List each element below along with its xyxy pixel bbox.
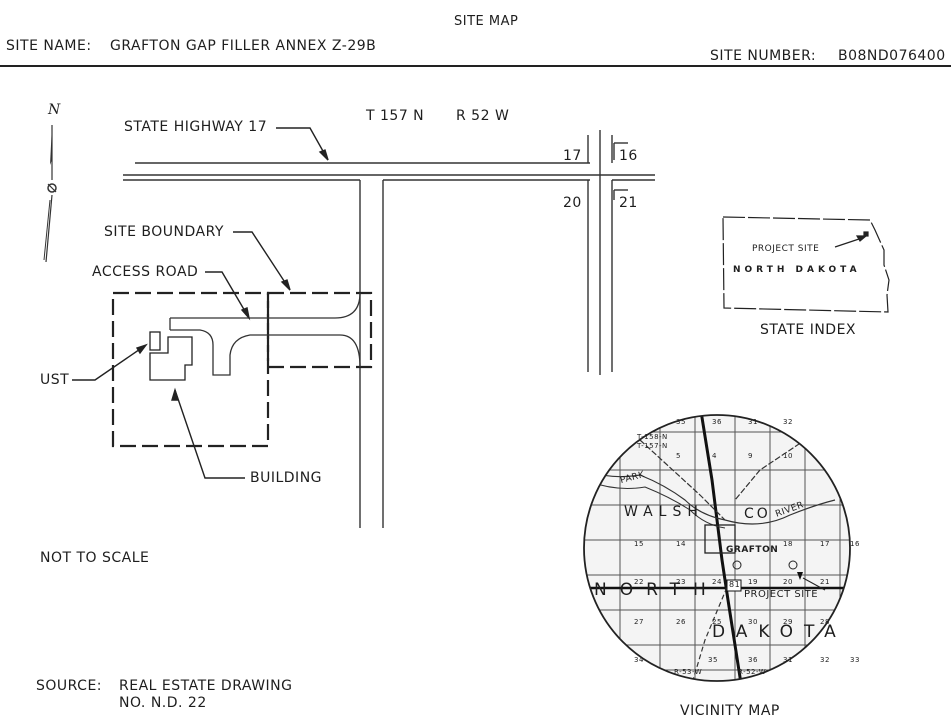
vicinity-section-number: 5	[676, 452, 681, 460]
vicinity-city-label: GRAFTON	[726, 545, 779, 555]
vicinity-township-top-2: T-157-N	[637, 442, 668, 450]
vicinity-section-number: 35	[708, 656, 718, 664]
ust-label: UST	[40, 372, 70, 388]
source-line-1: REAL ESTATE DRAWING	[119, 678, 293, 694]
vicinity-section-number: 19	[748, 578, 758, 586]
vicinity-section-number: 20	[783, 578, 793, 586]
vicinity-township-top: T-158-N	[637, 433, 668, 441]
vicinity-section-number: 18	[783, 540, 793, 548]
vicinity-section-number: 15	[634, 540, 644, 548]
vicinity-section-number: 14	[676, 540, 686, 548]
vicinity-section-number: 22	[634, 578, 644, 586]
state-index-project-site: PROJECT SITE	[752, 244, 820, 254]
section-17: 17	[563, 148, 582, 164]
vicinity-section-number: 31	[748, 418, 758, 426]
vicinity-map-title: VICINITY MAP	[680, 703, 780, 719]
access-road-label: ACCESS ROAD	[92, 264, 199, 280]
vicinity-state-word-1: NORTH	[594, 580, 719, 600]
highway-label: STATE HIGHWAY 17	[124, 119, 268, 135]
leader-lines	[72, 127, 329, 479]
vicinity-section-number: 28	[820, 618, 830, 626]
vicinity-section-number: 27	[634, 618, 644, 626]
north-label: N	[48, 102, 61, 118]
vicinity-range-left: R-53-W	[674, 668, 703, 676]
vicinity-section-number: 23	[676, 578, 686, 586]
vicinity-highway-shield: 81	[729, 580, 741, 589]
access-road	[169, 292, 361, 376]
section-20: 20	[563, 195, 582, 211]
state-index-title: STATE INDEX	[760, 322, 857, 338]
source-label: SOURCE:	[36, 678, 103, 694]
building-label: BUILDING	[250, 470, 323, 486]
township-label: T 157 N	[366, 108, 425, 124]
section-21: 21	[619, 195, 638, 211]
vicinity-section-number: 34	[634, 656, 644, 664]
vicinity-section-number: 10	[783, 452, 793, 460]
site-boundary	[111, 291, 373, 448]
vicinity-section-number: 9	[748, 452, 753, 460]
vicinity-county-suffix: CO	[744, 506, 771, 522]
vicinity-section-number: 30	[748, 618, 758, 626]
vicinity-section-number: 21	[820, 578, 830, 586]
ust-tank	[149, 331, 161, 351]
vicinity-section-number: 26	[676, 618, 686, 626]
site-number-value: B08ND076400	[838, 48, 946, 64]
state-index-state-name: NORTH DAKOTA	[733, 265, 861, 275]
vicinity-section-number: 35	[676, 418, 686, 426]
site-boundary-label: SITE BOUNDARY	[104, 224, 224, 240]
north-arrow-icon	[43, 125, 57, 263]
vicinity-section-number: 36	[748, 656, 758, 664]
vicinity-project-site-label: PROJECT SITE	[744, 589, 819, 600]
vicinity-state-word-2: DAKOTA	[712, 622, 847, 642]
vicinity-section-number: 33	[850, 656, 860, 664]
vicinity-section-number: 31	[783, 656, 793, 664]
vicinity-map	[584, 415, 850, 681]
range-label: R 52 W	[456, 108, 510, 124]
vicinity-section-number: 4	[712, 452, 717, 460]
state-highway-17	[123, 130, 655, 528]
vicinity-section-number: 32	[783, 418, 793, 426]
vicinity-section-number: 29	[783, 618, 793, 626]
vicinity-section-number: 16	[850, 540, 860, 548]
source-line-2: NO. N.D. 22	[119, 695, 207, 711]
site-name-value: GRAFTON GAP FILLER ANNEX Z-29B	[110, 38, 377, 54]
map-title: SITE MAP	[454, 14, 519, 29]
scale-note: NOT TO SCALE	[40, 550, 150, 566]
vicinity-section-number: 25	[712, 618, 722, 626]
state-index-map	[722, 216, 890, 313]
vicinity-section-number: 24	[712, 578, 722, 586]
vicinity-range-right: R-52-W	[738, 668, 767, 676]
vicinity-county-label: WALSH	[624, 504, 704, 520]
building-outline	[149, 336, 193, 381]
vicinity-section-number: 36	[712, 418, 722, 426]
site-name-label: SITE NAME:	[6, 38, 92, 54]
section-16: 16	[619, 148, 638, 164]
vicinity-map-border	[583, 414, 851, 682]
vicinity-section-number: 32	[820, 656, 830, 664]
site-number-label: SITE NUMBER:	[710, 48, 817, 64]
vicinity-section-number: 17	[820, 540, 830, 548]
